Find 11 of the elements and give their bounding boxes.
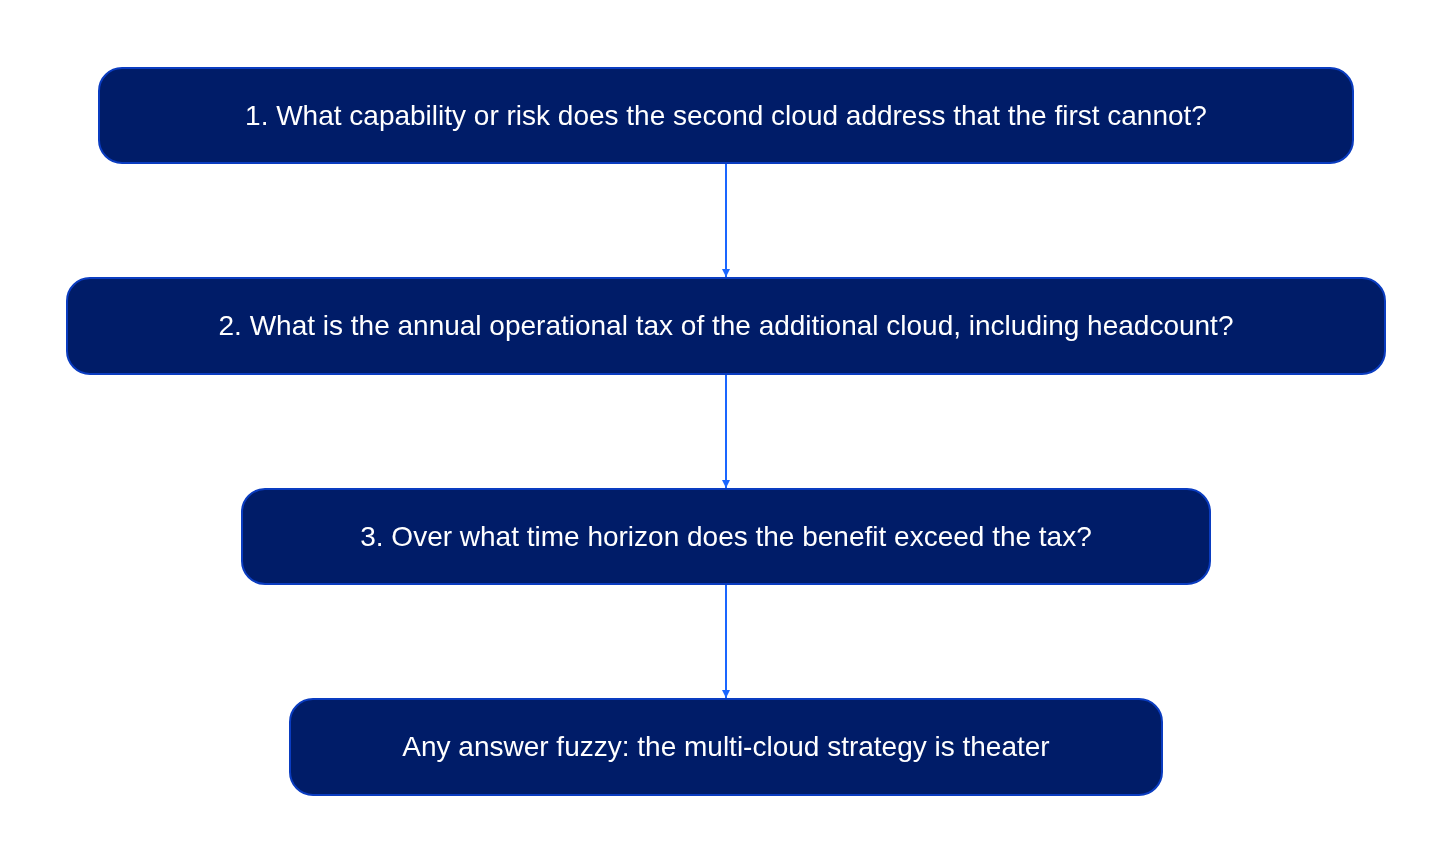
node-label: 3. Over what time horizon does the benefit exceed the tax? (360, 520, 1092, 553)
arrow (722, 584, 730, 699)
node-label: 2. What is the annual operational tax of the additional cloud, including headcount? (218, 310, 1234, 342)
node-label: 1. What capability or risk does the second cloud address that the first cannot? (245, 99, 1207, 132)
arrow (722, 163, 730, 278)
node-label: Any answer fuzzy: the multi-cloud strategy is theater (402, 731, 1050, 763)
process-box (289, 698, 1163, 796)
process-box (241, 488, 1211, 585)
process-box (66, 277, 1386, 375)
arrow (722, 374, 730, 489)
process-box (98, 67, 1354, 164)
